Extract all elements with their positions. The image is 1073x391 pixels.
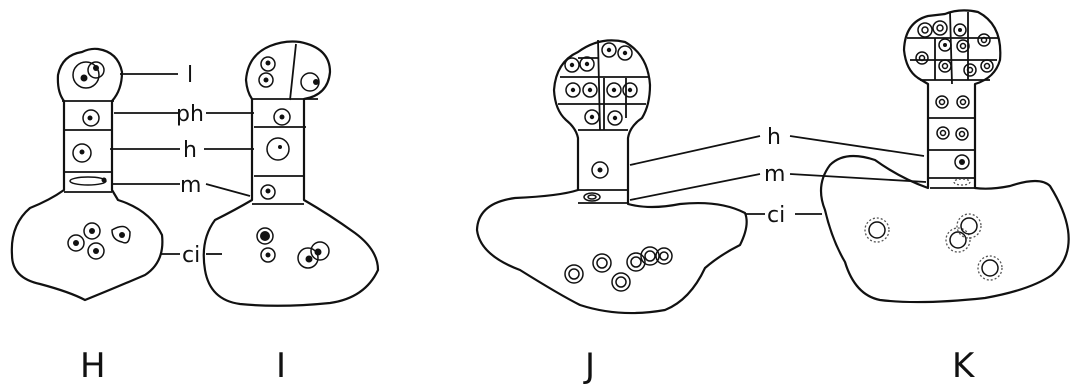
label-ci-left: ci [182, 243, 200, 268]
label-h-right: h [767, 125, 781, 150]
panel-label-j: J [583, 346, 595, 386]
specimen-i-outline [204, 42, 378, 306]
label-ph: ph [176, 102, 204, 127]
label-m-right: m [764, 162, 785, 187]
label-ci-right: ci [767, 203, 785, 228]
label-l: l [187, 63, 193, 88]
specimen-h-outline [12, 49, 163, 300]
specimen-k [821, 10, 1069, 302]
label-m-left: m [180, 173, 201, 198]
specimen-k-outline [821, 10, 1069, 302]
specimen-h [12, 49, 163, 300]
panel-label-h: H [80, 346, 106, 386]
specimen-j [477, 40, 747, 313]
specimen-j-outline [477, 40, 747, 313]
panel-label-i: I [276, 346, 286, 386]
label-h-left: h [183, 138, 197, 163]
panel-label-k: K [952, 346, 976, 386]
specimen-i [204, 42, 378, 306]
